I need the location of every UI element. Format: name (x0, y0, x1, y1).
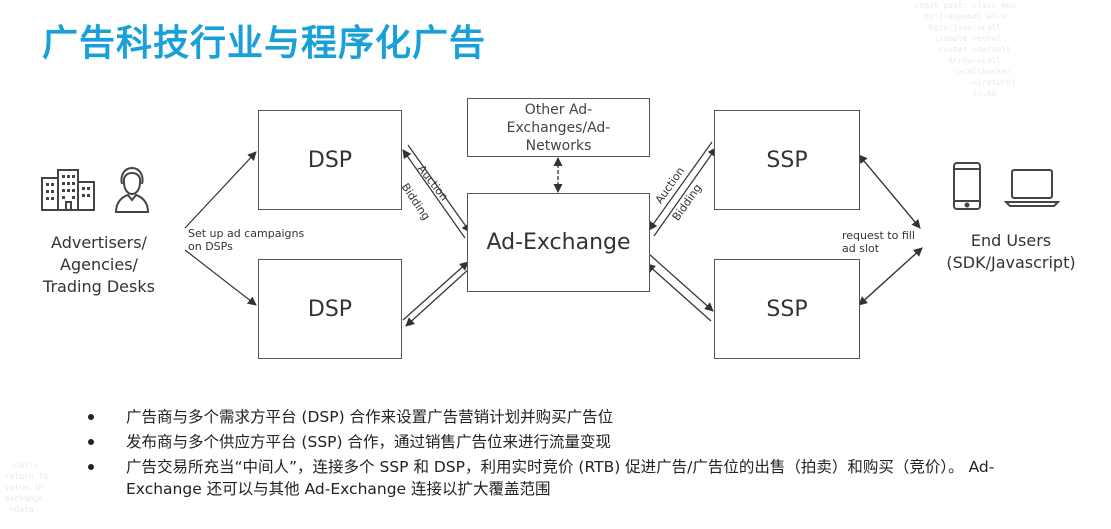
bullet-text: 广告商与多个需求方平台 (DSP) 合作来设置广告营销计划并购买广告位 (126, 408, 614, 426)
decorative-code-texture: const post: class mon ex:[respond] a=-> … (914, 1, 1016, 98)
arrow-exchange-to-ssp-top (653, 147, 717, 237)
end-users-label: End Users (SDK/Javascript) (946, 231, 1076, 272)
arrow-exchange-to-ssp-bottom (648, 253, 714, 312)
building-icon (40, 168, 96, 216)
arrow-dsp-top-to-exchange (407, 144, 471, 233)
bullet-dot (88, 414, 94, 420)
arrow-ssp-bottom-to-enduser (858, 247, 923, 306)
request-slot-note: request to fill ad slot (842, 229, 915, 255)
dsp-top-box: DSP (258, 110, 402, 210)
arrow-dsp-bottom-to-exchange (402, 261, 469, 321)
advertisers-label: Advertisers/ Agencies/ Trading Desks (43, 233, 155, 296)
arrow-ssp-top-to-enduser (858, 154, 921, 229)
phone-icon (952, 161, 982, 215)
arrow-exchange-to-dsp-bottom (405, 267, 471, 327)
decorative-code-texture-bottom: .call( return fo value.in exchange. ->da… (4, 461, 49, 514)
bullet-dot (88, 464, 94, 470)
arrow-advertiser-dsp-bottom (184, 249, 257, 306)
setup-campaigns-note: Set up ad campaigns on DSPs (188, 227, 305, 253)
person-icon (112, 164, 152, 218)
arrow-ssp-bottom-to-exchange (646, 263, 712, 322)
ad-exchange-box: Ad-Exchange (467, 193, 650, 292)
list-item: 发布商与多个供应方平台 (SSP) 合作，通过销售广告位来进行流量变现 (88, 431, 1048, 453)
bullet-list: 广告商与多个需求方平台 (DSP) 合作来设置广告营销计划并购买广告位 发布商与… (88, 406, 1048, 500)
list-item: 广告商与多个需求方平台 (DSP) 合作来设置广告营销计划并购买广告位 (88, 406, 1048, 428)
bullet-text: 广告交易所充当“中间人”，连接多个 SSP 和 DSP，利用实时竞价 (RTB)… (126, 458, 995, 498)
bullet-dot (88, 439, 94, 445)
page-title: 广告科技行业与程序化广告 (42, 23, 487, 64)
arrow-advertiser-dsp-top (184, 151, 257, 229)
other-exchanges-box: Other Ad- Exchanges/Ad- Networks (467, 98, 650, 157)
ssp-top-box: SSP (714, 110, 860, 210)
arrow-exchange-to-dsp-top (402, 149, 466, 239)
arrow-ssp-top-to-exchange (648, 141, 713, 231)
ssp-bottom-box: SSP (714, 259, 860, 359)
dsp-bottom-box: DSP (258, 259, 402, 359)
list-item: 广告交易所充当“中间人”，连接多个 SSP 和 DSP，利用实时竞价 (RTB)… (88, 456, 1046, 500)
laptop-icon (1003, 168, 1061, 212)
bullet-text: 发布商与多个供应方平台 (SSP) 合作，通过销售广告位来进行流量变现 (126, 433, 611, 451)
